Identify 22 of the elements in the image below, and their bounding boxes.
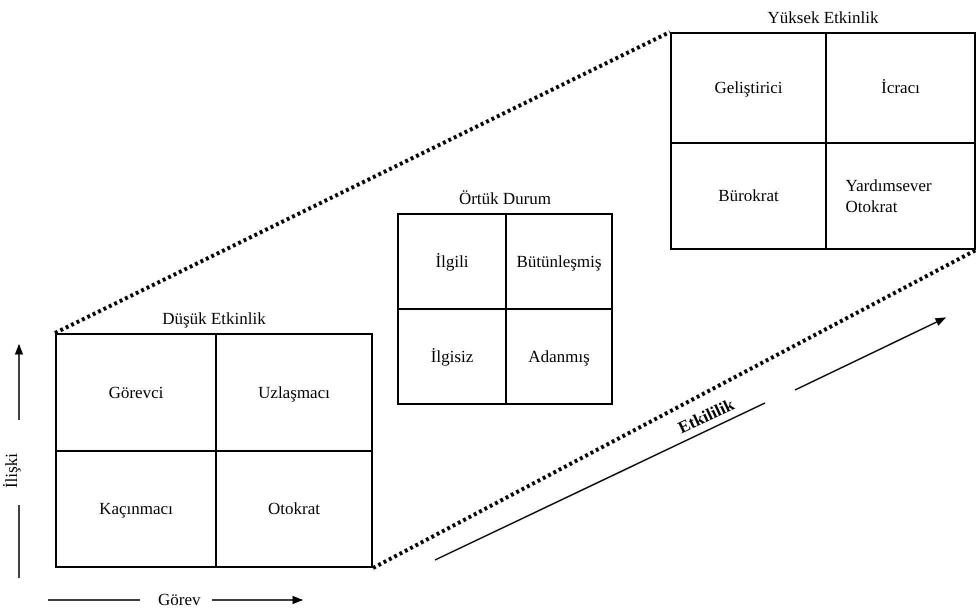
cell-label: Bütünleşmiş (516, 250, 602, 272)
cell-label: Kaçınmacı (99, 498, 173, 520)
dotted-connector (372, 248, 976, 570)
grid-cell (57, 335, 217, 452)
grid-title: Düşük Etkinlik (161, 309, 267, 329)
grid-title: Yüksek Etkinlik (766, 8, 880, 28)
grid-cell (399, 215, 507, 310)
grid-title: Örtük Durum (458, 189, 552, 209)
cell-label: Yardımsever Otokrat (846, 174, 933, 218)
axis-label: İlişki (2, 453, 22, 488)
cell-label: Adanmış (528, 346, 590, 368)
cell-label: Görevci (108, 382, 164, 404)
cell-label: Otokrat (268, 498, 320, 520)
cell-label: İlgili (435, 250, 469, 272)
cell-label: Bürokrat (718, 185, 779, 207)
grid-cell (672, 34, 827, 144)
cell-label: Geliştirici (714, 77, 782, 99)
cell-label: İcracı (881, 77, 920, 99)
cell-label: Uzlaşmacı (258, 382, 330, 404)
axis-label: Görev (158, 590, 200, 610)
dotted-connector (54, 30, 671, 335)
cell-label: İlgisiz (430, 346, 474, 368)
